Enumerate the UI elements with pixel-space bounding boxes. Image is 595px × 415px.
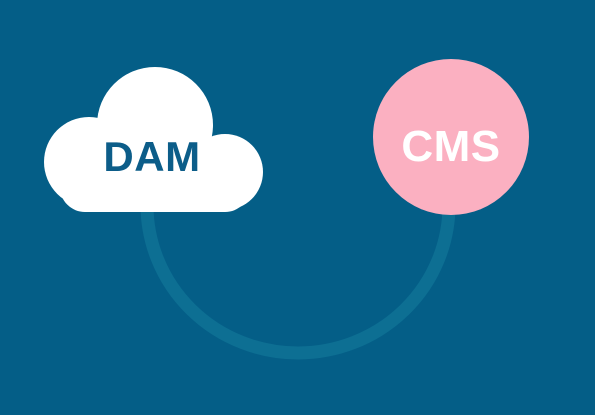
connector-arc bbox=[140, 198, 456, 360]
cms-label: CMS bbox=[401, 122, 501, 171]
cms-circle bbox=[373, 59, 529, 215]
dam-cloud-icon bbox=[44, 67, 263, 212]
dam-label: DAM bbox=[103, 133, 201, 180]
